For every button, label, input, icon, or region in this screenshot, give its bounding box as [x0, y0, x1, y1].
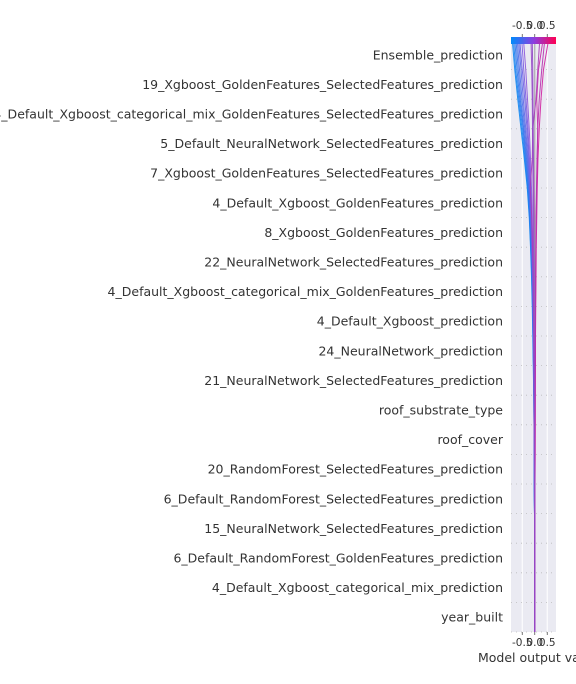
- feature-label: 8_Xgboost_GoldenFeatures_prediction: [264, 225, 503, 240]
- colorbar-tick-label: -0.5: [512, 20, 533, 32]
- feature-label: year_built: [441, 610, 503, 625]
- feature-label: 5_Default_NeuralNetwork_SelectedFeatures…: [160, 136, 503, 151]
- feature-label: 7_Xgboost_GoldenFeatures_SelectedFeature…: [150, 166, 503, 181]
- feature-label: 15_NeuralNetwork_SelectedFeatures_predic…: [204, 521, 503, 536]
- feature-label: 19_Xgboost_GoldenFeatures_SelectedFeatur…: [142, 77, 503, 92]
- feature-label: Ensemble_prediction: [373, 47, 503, 62]
- colorbar-ticks: -0.50.00.5: [512, 20, 556, 37]
- x-axis-ticks: -0.50.00.5: [512, 632, 556, 649]
- x-tick-label: 0.5: [539, 637, 556, 649]
- x-tick-label: -0.5: [512, 637, 533, 649]
- feature-label: 6_Default_RandomForest_GoldenFeatures_pr…: [173, 551, 503, 566]
- feature-label: 21_NeuralNetwork_SelectedFeatures_predic…: [204, 373, 503, 388]
- x-axis-label: Model output value: [478, 650, 576, 665]
- feature-label: 4_Default_Xgboost_categorical_mix_Golden…: [0, 107, 503, 122]
- feature-label: 22_NeuralNetwork_SelectedFeatures_predic…: [204, 255, 503, 270]
- x-tick-label: 0.0: [526, 637, 543, 649]
- feature-label: 6_Default_RandomForest_SelectedFeatures_…: [164, 491, 503, 506]
- feature-label: 4_Default_Xgboost_prediction: [317, 314, 503, 329]
- feature-label: 4_Default_Xgboost_categorical_mix_predic…: [212, 580, 503, 595]
- feature-label: 4_Default_Xgboost_categorical_mix_Golden…: [108, 284, 503, 299]
- feature-label: 4_Default_Xgboost_GoldenFeatures_predict…: [212, 195, 503, 210]
- feature-labels: Ensemble_prediction 19_Xgboost_GoldenFeat…: [0, 47, 504, 624]
- feature-label: 20_RandomForest_SelectedFeatures_predict…: [208, 462, 503, 477]
- decision-lines: [511, 40, 549, 632]
- feature-label: roof_substrate_type: [379, 403, 503, 418]
- decision-line: [531, 40, 536, 632]
- colorbar-tick-label: 0.0: [526, 20, 543, 32]
- feature-label: 24_NeuralNetwork_prediction: [318, 343, 503, 358]
- colorbar-tick-label: 0.5: [539, 20, 556, 32]
- feature-label: roof_cover: [437, 432, 503, 447]
- colorbar: [511, 37, 556, 44]
